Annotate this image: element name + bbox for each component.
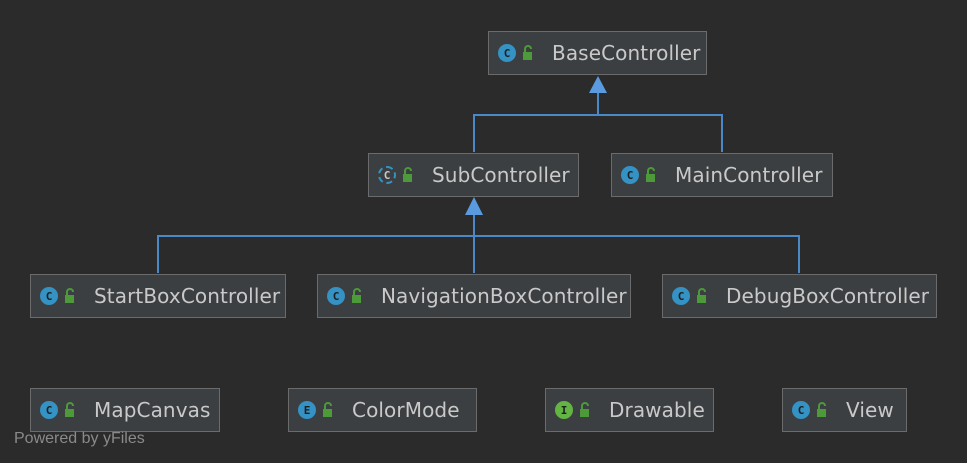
- node-sub-controller[interactable]: C SubController: [368, 153, 579, 197]
- lock-open-icon: [403, 167, 412, 182]
- powered-by-footer: Powered by yFiles: [14, 430, 145, 447]
- edge-subcontroller-to-basecontroller: [473, 92, 599, 152]
- node-label: MainController: [675, 163, 823, 187]
- node-debug-box-controller[interactable]: C DebugBoxController: [662, 274, 937, 318]
- class-icon: C: [621, 166, 639, 184]
- lock-open-icon: [580, 402, 589, 417]
- node-drawable[interactable]: I Drawable: [545, 388, 714, 432]
- node-navigation-box-controller[interactable]: C NavigationBoxController: [317, 274, 631, 318]
- node-label: MapCanvas: [94, 398, 211, 422]
- lock-open-icon: [65, 288, 74, 303]
- node-label: DebugBoxController: [726, 284, 930, 308]
- class-icon: C: [498, 44, 516, 62]
- lock-open-icon: [323, 402, 332, 417]
- node-view[interactable]: C View: [782, 388, 907, 432]
- node-base-controller[interactable]: C BaseController: [488, 31, 707, 75]
- node-label: View: [846, 398, 894, 422]
- lock-open-icon: [697, 288, 706, 303]
- node-label: StartBoxController: [94, 284, 281, 308]
- node-start-box-controller[interactable]: C StartBoxController: [30, 274, 286, 318]
- lock-open-icon: [65, 402, 74, 417]
- class-icon: C: [792, 401, 810, 419]
- edge-startbox-to-subcontroller: [157, 214, 475, 273]
- lock-open-icon: [352, 288, 361, 303]
- node-main-controller[interactable]: C MainController: [611, 153, 833, 197]
- lock-open-icon: [523, 45, 532, 60]
- class-icon: C: [327, 287, 345, 305]
- enum-icon: E: [298, 401, 316, 419]
- class-icon: C: [40, 287, 58, 305]
- node-label: Drawable: [609, 398, 705, 422]
- arrowhead-subcontroller: [465, 197, 483, 215]
- lock-open-icon: [646, 167, 655, 182]
- node-label: BaseController: [552, 41, 701, 65]
- node-label: NavigationBoxController: [381, 284, 627, 308]
- edge-maincontroller-to-basecontroller: [598, 114, 723, 152]
- edge-debugbox-to-subcontroller: [474, 235, 800, 273]
- node-map-canvas[interactable]: C MapCanvas: [30, 388, 220, 432]
- interface-icon: I: [555, 401, 573, 419]
- abstract-class-icon: C: [378, 166, 396, 184]
- class-icon: C: [672, 287, 690, 305]
- lock-open-icon: [817, 402, 826, 417]
- node-color-mode[interactable]: E ColorMode: [288, 388, 477, 432]
- arrowhead-basecontroller: [589, 76, 607, 93]
- node-label: SubController: [432, 163, 570, 187]
- class-icon: C: [40, 401, 58, 419]
- node-label: ColorMode: [352, 398, 460, 422]
